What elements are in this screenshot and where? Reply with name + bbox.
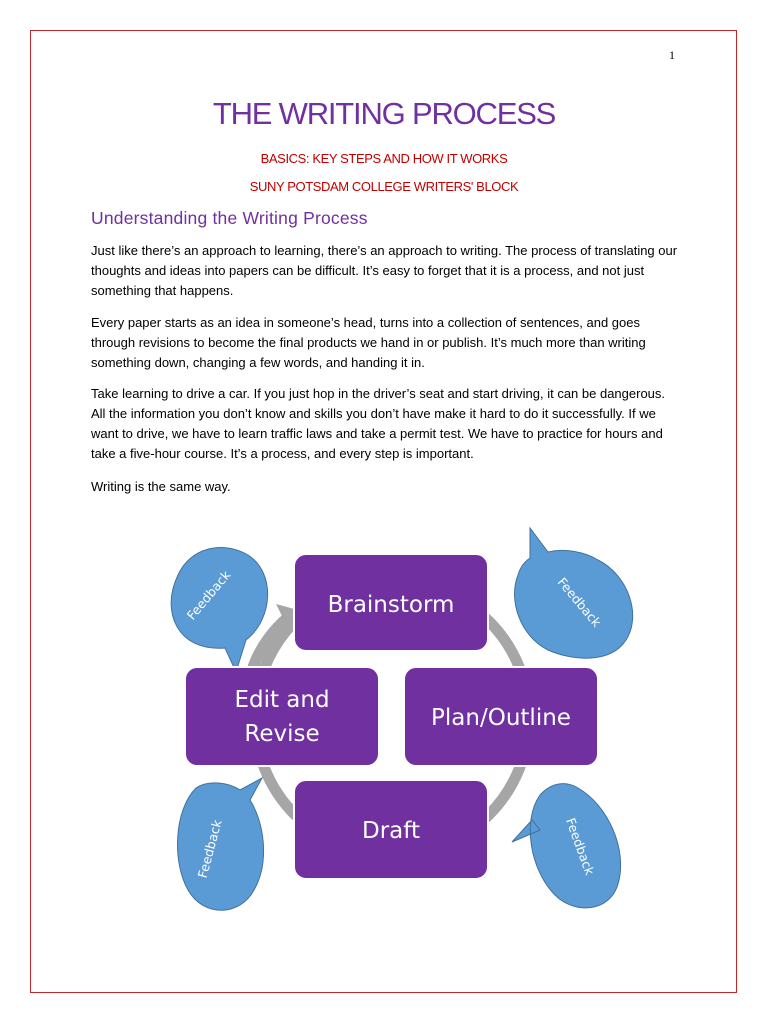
page-number: 1 — [669, 48, 675, 62]
paragraph-text: Just like there’s an approach to learnin… — [91, 243, 678, 298]
feedback-bubble-bottom-left: Feedback — [177, 776, 265, 911]
paragraph-driving: Take learning to drive a car. If you jus… — [91, 384, 681, 464]
step-label: Plan/Outline — [431, 705, 571, 731]
paragraph-idea: Every paper starts as an idea in someone… — [91, 313, 681, 373]
document-title: THE WRITING PROCESS — [212, 96, 557, 131]
step-brainstorm: Brainstorm — [293, 553, 489, 652]
step-label: Draft — [362, 818, 420, 844]
step-plan-outline: Plan/Outline — [403, 666, 599, 767]
step-label: Brainstorm — [328, 592, 455, 618]
paragraph-text: Take learning to drive a car. If you jus… — [91, 386, 666, 461]
paragraph-same-way: Writing is the same way. — [91, 477, 681, 497]
step-draft: Draft — [293, 779, 489, 880]
page-border — [30, 30, 737, 993]
step-edit-revise: Edit and Revise — [184, 666, 380, 767]
feedback-bubble-top-right: Feedback — [514, 526, 634, 659]
step-label-line2: Revise — [244, 721, 319, 747]
subtitle-source: SUNY POTSDAM COLLEGE WRITERS' BLOCK — [249, 179, 519, 194]
cycle-arrowhead-icon — [276, 604, 298, 632]
section-heading: Understanding the Writing Process — [91, 208, 368, 228]
feedback-bubble-top-left: Feedback — [170, 547, 269, 674]
paragraph-text: Writing is the same way. — [91, 479, 231, 494]
paragraph-approach: Just like there’s an approach to learnin… — [91, 241, 681, 301]
step-label-line1: Edit and — [234, 687, 329, 713]
subtitle-basics: BASICS: KEY STEPS AND HOW IT WORKS — [260, 151, 508, 166]
cycle-arrow-tail — [246, 613, 291, 672]
paragraph-text: Every paper starts as an idea in someone… — [91, 315, 646, 370]
feedback-bubble-bottom-right: Feedback — [511, 783, 622, 909]
